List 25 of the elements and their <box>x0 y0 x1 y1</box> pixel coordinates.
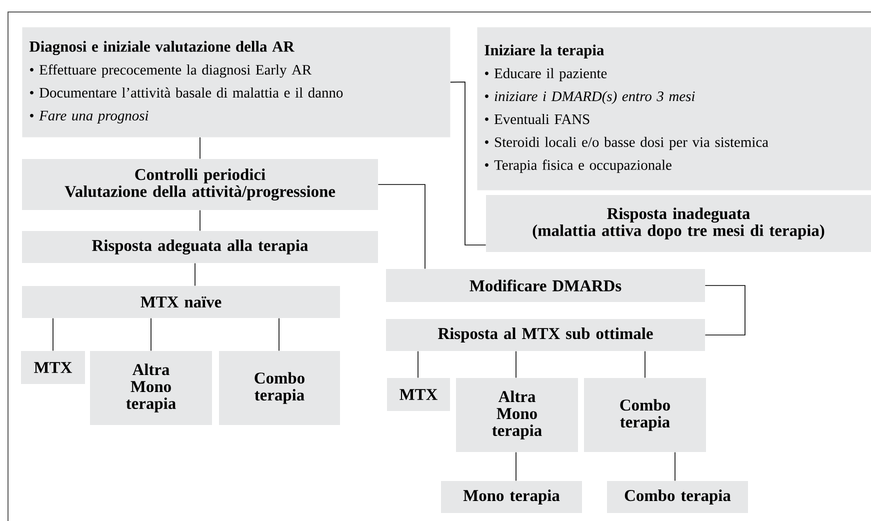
connector-line <box>644 350 646 378</box>
process-box: Combo terapia <box>607 481 748 513</box>
connector-line <box>704 285 746 336</box>
process-box: Mono terapia <box>441 481 582 513</box>
process-box: Altra Mono terapia <box>90 351 212 425</box>
connector-line <box>52 318 54 352</box>
process-box: Controlli periodici Valutazione della attività/progressione <box>22 159 378 210</box>
process-box: Iniziare la terapia • Educare il paziente • iniziare i DMARD(s) entro 3 mesi • Eventuali FANS • Steroidi locali e/o basse dosi per via sistemica • Terapia fisica e occupazionale <box>477 27 871 190</box>
process-box: Risposta al MTX sub ottimale <box>386 319 705 351</box>
connector-line <box>150 318 152 352</box>
process-box: MTX <box>21 351 85 384</box>
connector-line <box>378 184 426 270</box>
connector-line <box>450 82 486 246</box>
connector-line <box>674 452 676 482</box>
process-box: Combo terapia <box>584 378 706 452</box>
process-box: MTX naïve <box>22 286 340 318</box>
process-box: Combo terapia <box>219 351 340 425</box>
process-box: Diagnosi e iniziale valutazione della AR • Effettuare precocemente la diagnosi Early AR • Documentare l’attività basale di malattia e il danno • Fare una prognosi <box>22 27 450 138</box>
process-box: Risposta adeguata alla terapia <box>22 231 378 263</box>
connector-line <box>278 318 280 352</box>
process-box: Risposta inadeguata (malattia attiva dopo tre mesi di terapia) <box>486 195 871 252</box>
process-box: MTX <box>387 378 450 411</box>
connector-line <box>194 262 196 286</box>
process-box: Modificare DMARDs <box>386 269 705 302</box>
process-box: Altra Mono terapia <box>456 378 578 452</box>
